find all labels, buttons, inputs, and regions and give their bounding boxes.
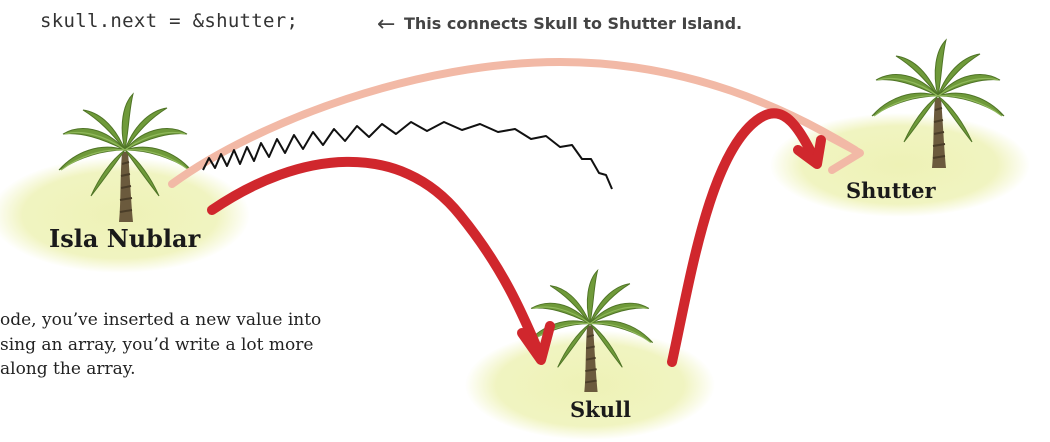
island-label-skull: Skull bbox=[570, 397, 631, 422]
body-paragraph: ode, you’ve inserted a new value into si… bbox=[0, 308, 340, 382]
red-next-arrow-to-skull bbox=[207, 156, 555, 365]
annotation-arrow-icon: ← bbox=[377, 12, 396, 37]
island-label-shutter: Shutter bbox=[846, 178, 936, 203]
red-next-arrow-to-shutter bbox=[667, 108, 826, 367]
scribble-crossout bbox=[202, 121, 613, 190]
body-line: sing an array, you’d write a lot more bbox=[0, 334, 314, 355]
pink-next-arrow bbox=[168, 57, 864, 188]
body-line: along the array. bbox=[0, 359, 136, 379]
island-label-isla-nublar: Isla Nublar bbox=[49, 224, 201, 253]
code-statement: skull.next = &shutter; bbox=[40, 10, 299, 32]
code-annotation: This connects Skull to Shutter Island. bbox=[404, 14, 743, 33]
body-line: ode, you’ve inserted a new value into bbox=[0, 310, 322, 330]
